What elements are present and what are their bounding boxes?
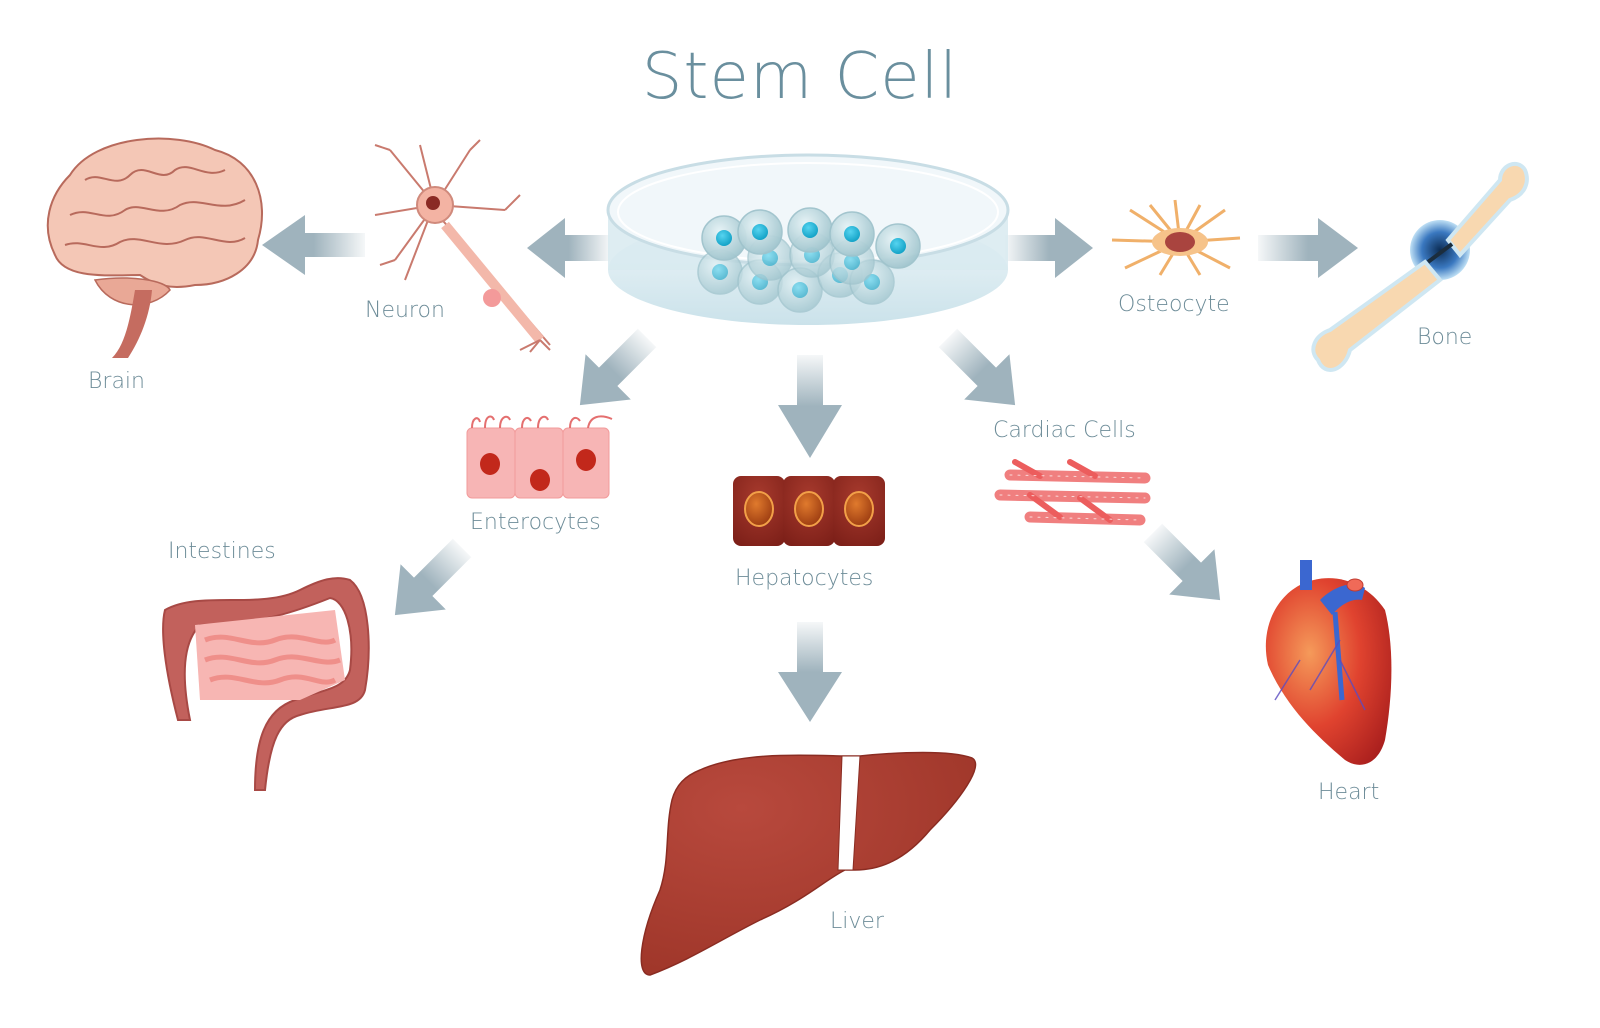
label-heart: Heart [1318,780,1380,805]
heart-icon [1265,560,1392,765]
label-enterocytes: Enterocytes [470,510,601,535]
brain-icon [46,137,263,358]
stem-cell-nucleus [762,250,778,266]
stem-cell-nucleus [792,282,808,298]
label-liver: Liver [830,909,884,934]
arrow-dish-to-enterocytes [579,328,657,406]
intestines-icon [162,577,370,791]
label-cardiac-cells: Cardiac Cells [993,418,1136,443]
label-bone: Bone [1417,325,1473,350]
arrow-osteocyte-to-bone [1258,218,1358,278]
diagram-title: Stem Cell [641,40,959,114]
stem-cell-nucleus [844,254,860,270]
liver-icon [640,751,977,976]
arrow-neuron-to-brain [262,215,365,275]
arrow-dish-to-neuron [527,218,610,278]
label-intestines: Intestines [168,539,276,564]
arrow-dish-to-hepatocytes [778,355,842,458]
hepatocytes-icon [733,476,885,546]
stem-cells-cluster-icon [697,207,921,313]
bone-icon [1311,161,1529,372]
arrow-dish-to-osteocyte [1005,218,1093,278]
enterocytes-icon [466,415,613,499]
stem-cell-nucleus [716,230,732,246]
stem-cell-nucleus [890,238,906,254]
label-hepatocytes: Hepatocytes [735,566,874,591]
stem-cell-nucleus [712,264,728,280]
arrow-hepatocytes-to-liver [778,622,842,722]
osteocyte-icon [1111,199,1241,276]
neuron-icon [374,139,551,353]
label-osteocyte: Osteocyte [1118,292,1230,317]
arrow-cardiac-to-heart [1143,523,1221,601]
label-neuron: Neuron [365,298,445,323]
arrow-dish-to-cardiac [938,328,1016,406]
cardiac-cells-icon [994,459,1151,526]
stem-cell-nucleus [844,226,860,242]
label-brain: Brain [88,369,145,394]
stem-cell-nucleus [802,222,818,238]
arrow-enterocytes-to-intestines [394,538,472,616]
stem-cell-nucleus [752,224,768,240]
